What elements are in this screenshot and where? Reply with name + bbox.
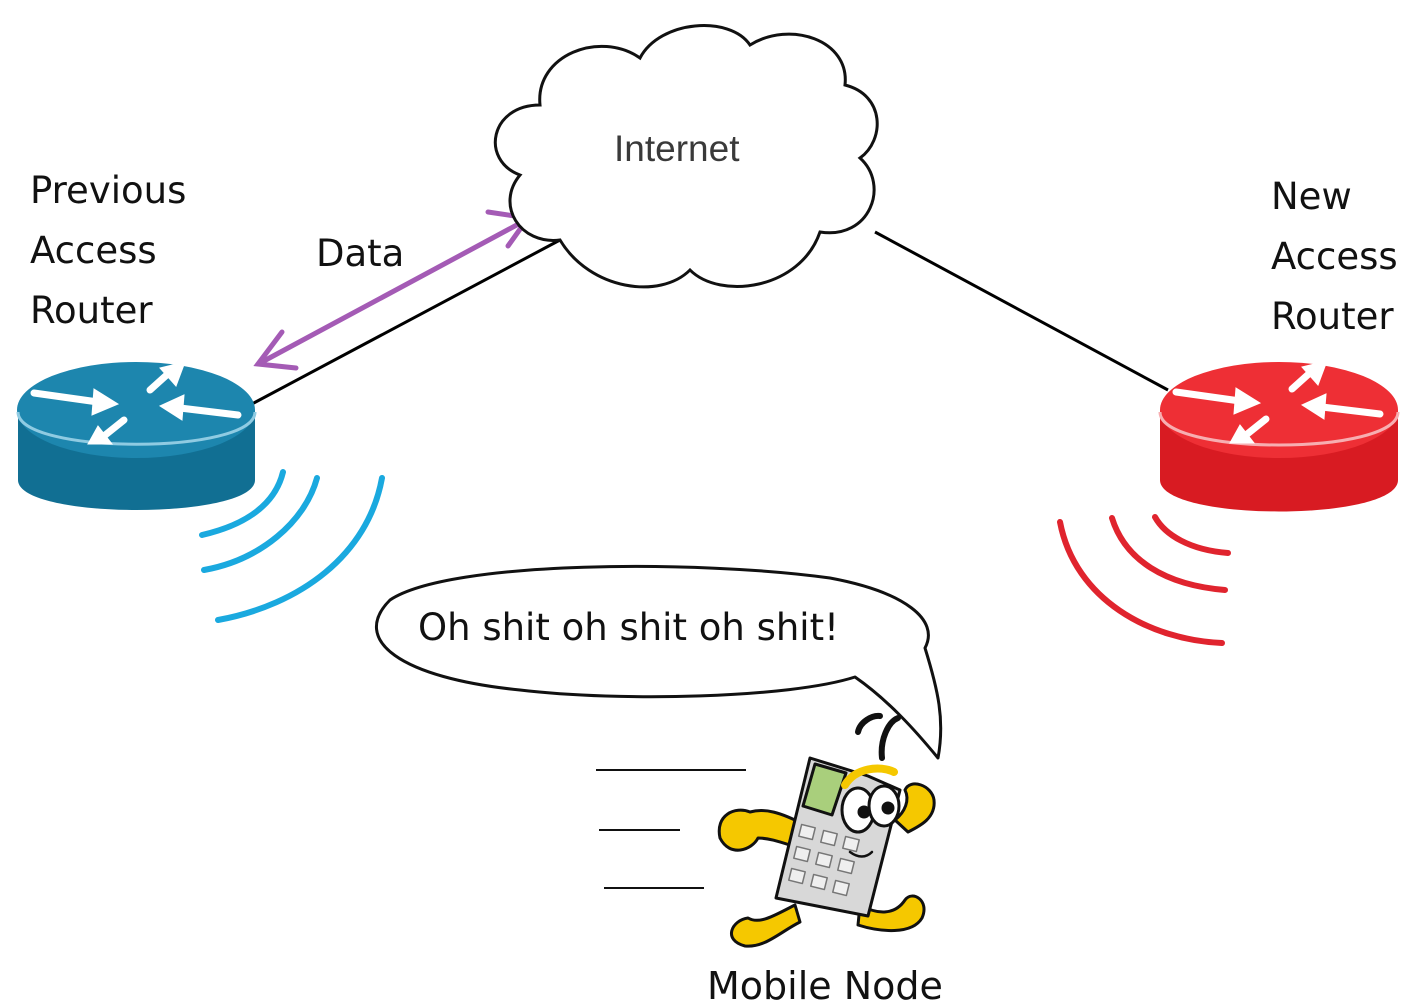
previous-router-signal-icon [199, 469, 385, 623]
speech-bubble [375, 564, 943, 760]
new-router-label: New Access Router [1271, 178, 1398, 358]
new-router-label-line-2: Access [1271, 235, 1398, 278]
new-router-label-line-3: Router [1271, 295, 1394, 338]
internet-cloud-icon [493, 24, 879, 289]
data-arrow-label: Data [316, 232, 405, 275]
previous-router-label-line-3: Router [30, 289, 153, 332]
link-internet-new-router [874, 230, 1169, 392]
new-router-signal-icon [1057, 514, 1231, 646]
new-router-label-line-1: New [1271, 175, 1352, 218]
new-router-icon [1158, 360, 1400, 512]
previous-router-label-line-1: Previous [30, 169, 187, 212]
previous-router-label-line-2: Access [30, 229, 157, 272]
previous-router-label: Previous Access Router [30, 172, 186, 352]
previous-router-icon [16, 361, 257, 510]
motion-lines-icon [596, 769, 746, 889]
link-previous-router-internet [249, 238, 561, 407]
mobile-node-label: Mobile Node [707, 964, 943, 1008]
internet-label: Internet [614, 128, 740, 169]
speech-bubble-text: Oh shit oh shit oh shit! [418, 606, 839, 649]
mobile-node-character-icon [717, 712, 936, 948]
